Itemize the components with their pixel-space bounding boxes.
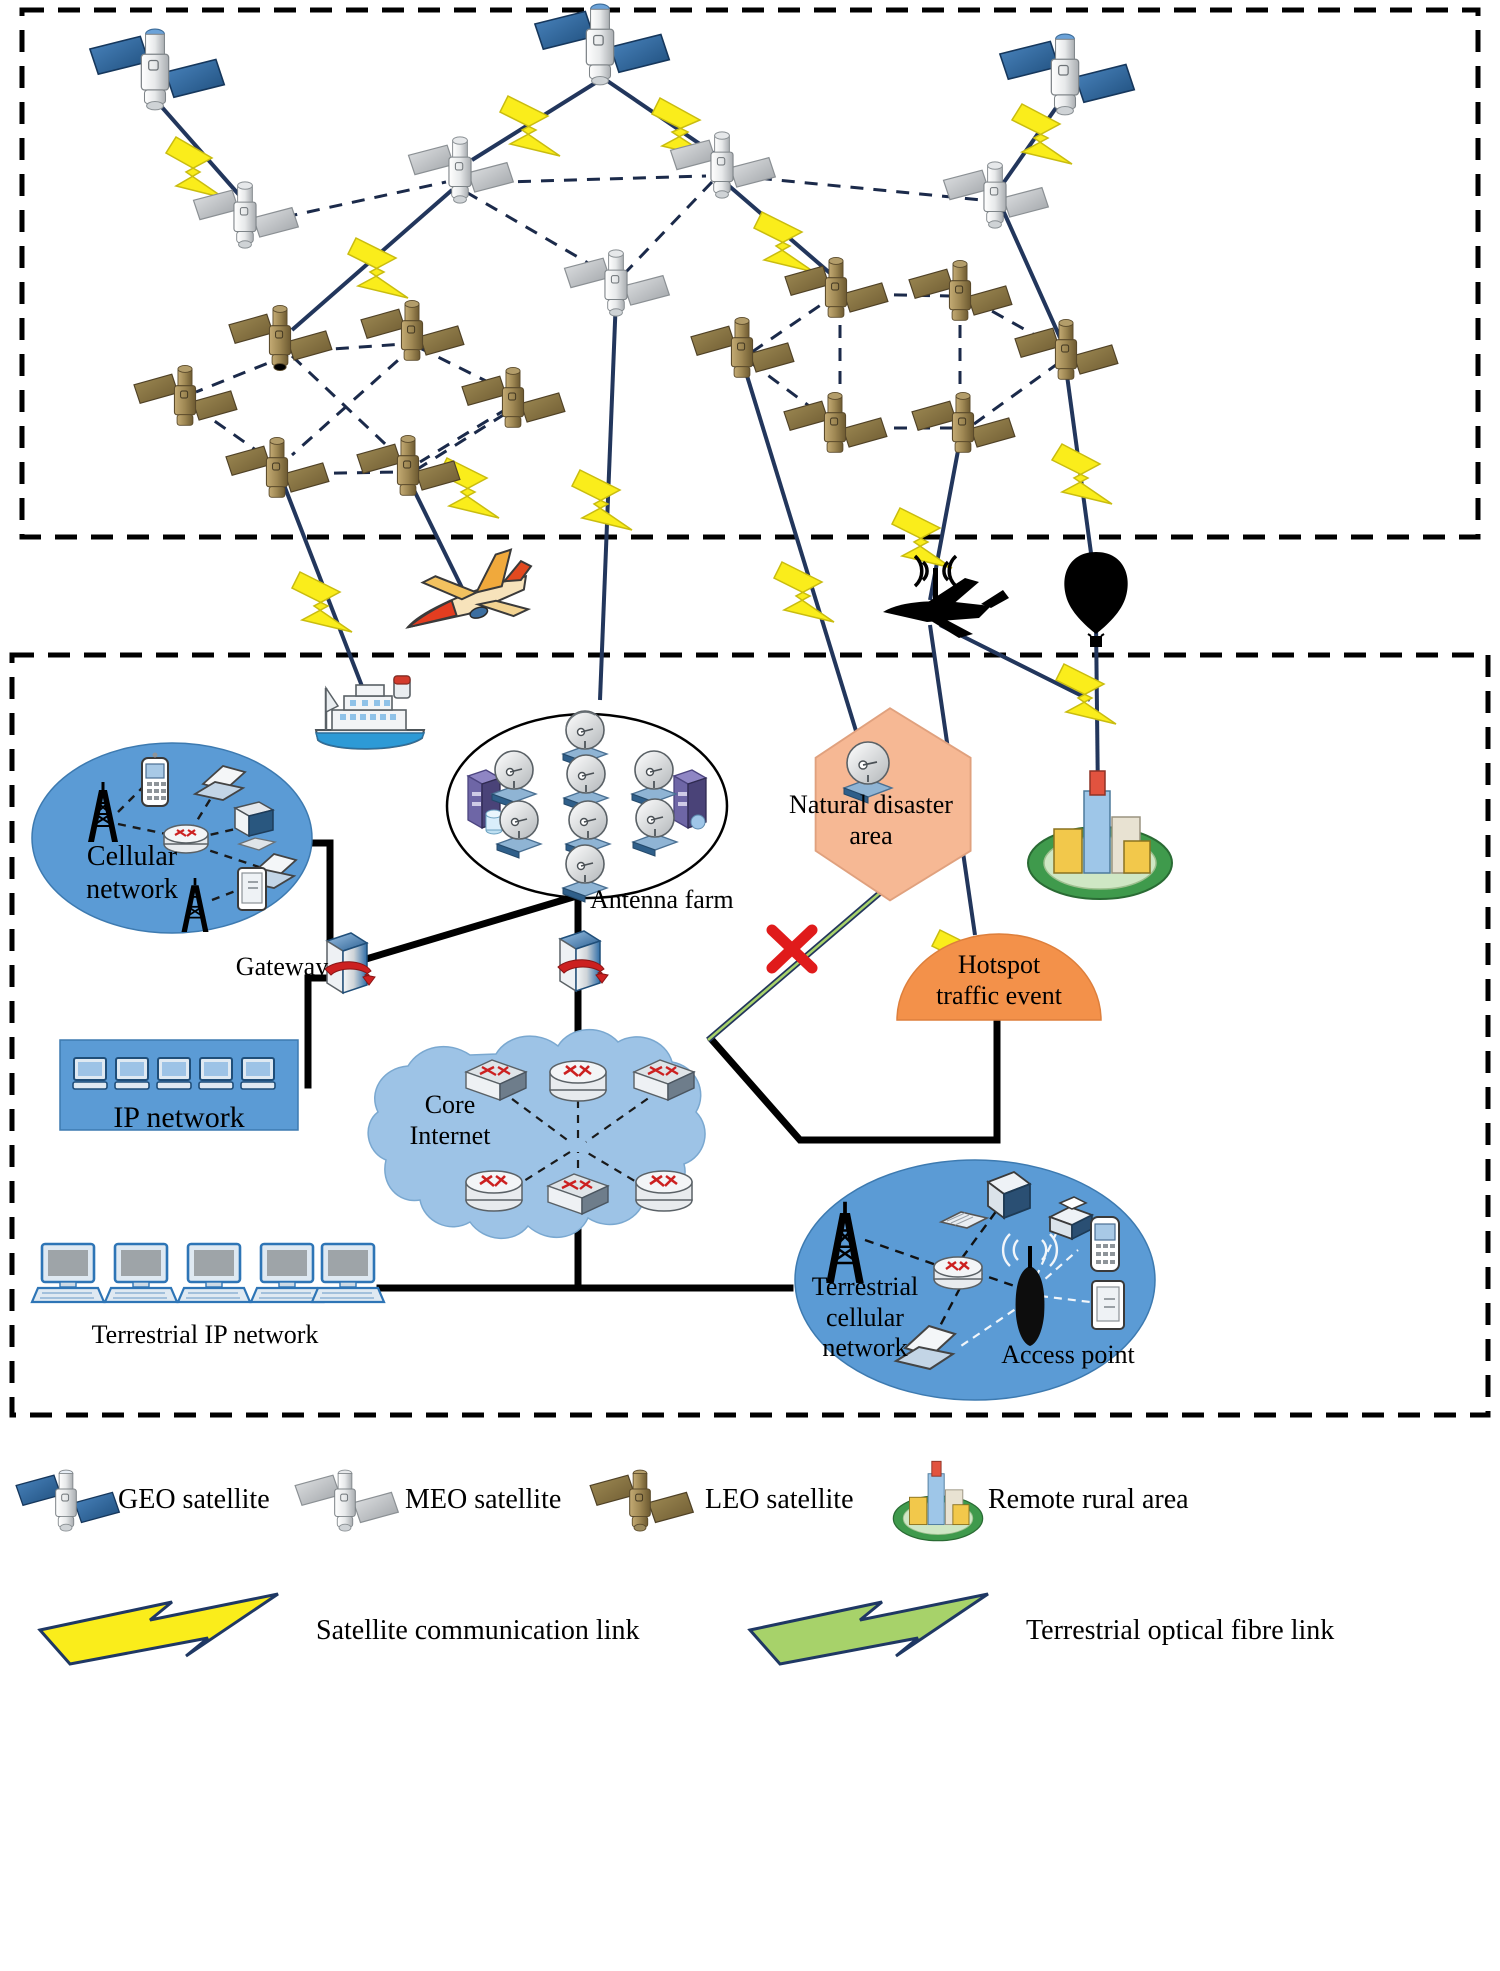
disaster-satellite-dish-icon	[842, 741, 894, 804]
leo-satellite-1	[228, 305, 333, 371]
legend-label-remote-rural: Remote rural area	[988, 1484, 1189, 1515]
cellular-network-group	[31, 742, 313, 934]
link-failure-x	[766, 924, 818, 974]
ground-segment-panel	[9, 652, 1491, 1418]
cell-tower-icon-2	[181, 877, 209, 932]
core-internet-group	[367, 1028, 706, 1240]
terrestrial-cellular-network-label: Terrestrial cellular network	[811, 1272, 919, 1363]
hotspot-semicircle	[896, 933, 1102, 1021]
balloon-icon	[1064, 552, 1128, 647]
remote-rural-area-icon	[1027, 770, 1173, 900]
gateway-label: Gateway	[235, 952, 329, 981]
gateway-router-icon	[324, 932, 376, 995]
legend-label-satellite-link: Satellite communication link	[316, 1615, 640, 1646]
cellular-network-label: Cellular network	[86, 841, 178, 906]
core-switch-icon-2	[632, 1059, 696, 1102]
server-icon	[233, 801, 277, 851]
leo-satellite-5	[225, 437, 330, 498]
inter-satellite-links	[195, 174, 1061, 476]
satellite-dish-icon	[630, 750, 678, 809]
printer-icon	[1047, 1196, 1095, 1241]
uav-drone-icon	[883, 554, 1009, 638]
satellite-dish-icon	[490, 750, 538, 809]
leo-satellite-8	[784, 257, 889, 318]
leo-satellite-10	[1014, 319, 1119, 380]
satellite-dish-icon	[561, 844, 609, 903]
leo-satellite-7	[690, 317, 795, 378]
core-internet-cloud	[367, 1028, 706, 1240]
meo-satellite-2	[407, 136, 515, 204]
legend-geo-satellite-icon	[15, 1469, 121, 1532]
ip-network-label: IP network	[113, 1101, 245, 1134]
leo-satellite-4	[461, 367, 566, 428]
legend-leo-satellite-icon	[589, 1469, 695, 1532]
core-gateway-router-icon	[557, 930, 609, 993]
legend-meo-satellite-icon	[294, 1469, 400, 1532]
core-switch-icon-3	[546, 1173, 610, 1216]
terrestrial-ip-network-group	[30, 1242, 386, 1304]
ip-network-box-group	[59, 1039, 299, 1131]
ip-network-computers	[72, 1057, 276, 1090]
terrestrial-cellular-network-group	[794, 1159, 1156, 1401]
legend-remote-rural-area-icon	[892, 1460, 984, 1542]
cell-tower-icon	[88, 782, 118, 842]
legend-label-leo: LEO satellite	[705, 1484, 854, 1515]
hotspot-traffic-event-label: Hotspot traffic event	[936, 950, 1062, 1010]
core-router-icon-3	[635, 1170, 693, 1212]
legend-label-geo: GEO satellite	[118, 1484, 270, 1515]
legend-label-fibre-link: Terrestrial optical fibre link	[1026, 1615, 1335, 1646]
laptop-icon	[192, 765, 247, 801]
terrestrial-ip-network-label: Terrestrial IP network	[91, 1320, 319, 1349]
core-router-icon	[549, 1060, 607, 1102]
leo-satellite-11	[783, 392, 888, 453]
leo-satellite-12	[911, 392, 1016, 453]
core-switch-icon	[464, 1059, 528, 1102]
terrestrial-cell-tower-icon	[826, 1201, 864, 1283]
terrestrial-trunk-links	[304, 839, 1001, 1292]
mobile-phone-icon-2	[1090, 1216, 1120, 1272]
antenna-farm-group	[445, 710, 729, 903]
router-icon	[163, 824, 209, 854]
tablet-icon-2	[1091, 1280, 1125, 1330]
geo-satellite-1	[88, 28, 226, 111]
core-internet-label: Core Internet	[409, 1090, 491, 1150]
legend-satellite-link-icon	[37, 1592, 279, 1666]
hotspot-traffic-event-group	[896, 933, 1102, 1021]
keyboard-icon	[938, 1211, 990, 1229]
core-router-icon-2	[465, 1170, 523, 1212]
satellite-dish-icon	[495, 800, 543, 859]
natural-disaster-area-label: Natural disaster area	[789, 790, 953, 850]
leo-satellite-9	[908, 260, 1013, 321]
geo-satellite-2	[533, 3, 671, 86]
leo-satellite-2	[360, 300, 465, 361]
cruise-ship-icon	[314, 675, 426, 750]
meo-satellite-1	[192, 181, 300, 249]
airplane-civil-icon	[405, 548, 533, 629]
terrestrial-router-icon	[933, 1256, 983, 1290]
server-rack-icon-right	[672, 769, 708, 830]
meo-satellite-5	[563, 249, 671, 317]
legend-fibre-link-icon	[747, 1592, 989, 1666]
access-point-icon	[1001, 1233, 1059, 1346]
meo-satellite-4	[942, 161, 1050, 229]
leo-satellite-6	[356, 435, 461, 496]
tablet-icon	[237, 867, 267, 911]
mobile-phone-icon	[141, 752, 169, 807]
geo-satellite-3	[998, 33, 1136, 116]
monitor-icon	[986, 1170, 1032, 1220]
meo-satellite-3	[669, 131, 777, 199]
space-segment-panel	[19, 7, 1481, 540]
laptop-icon-3	[893, 1324, 957, 1371]
access-point-label: Access point	[1001, 1340, 1135, 1369]
leo-satellite-3	[133, 365, 238, 426]
fibre-link-failed	[706, 877, 897, 1043]
satellite-dish-icon	[631, 798, 679, 857]
natural-disaster-area-group	[814, 707, 972, 902]
legend-label-meo: MEO satellite	[405, 1484, 562, 1515]
antenna-farm-label: Antenna farm	[590, 885, 734, 914]
